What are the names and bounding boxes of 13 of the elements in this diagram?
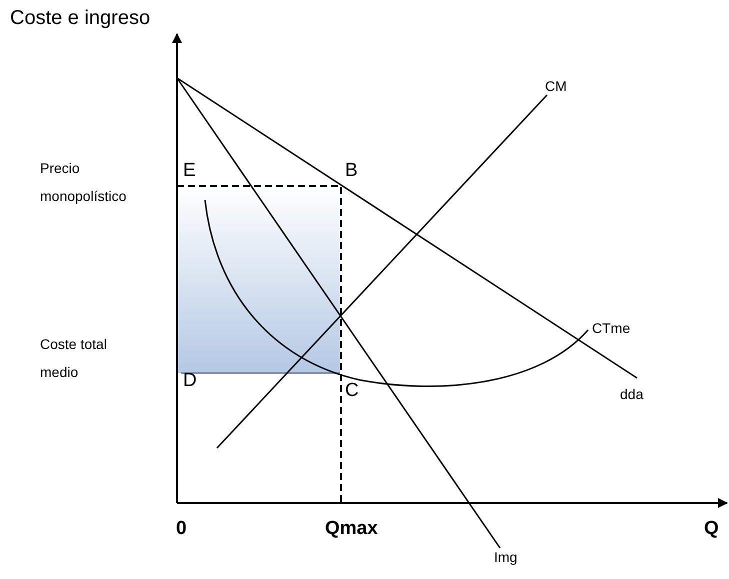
value-label: Coste total medio (40, 335, 108, 382)
point-label: E (183, 160, 196, 183)
curve-label: Img (494, 549, 518, 566)
axis-title: Coste e ingreso (10, 6, 150, 30)
curve-label: dda (620, 386, 644, 403)
curve-label: CTme (592, 320, 630, 337)
curve-label: CM (545, 78, 567, 95)
point-label: B (345, 160, 358, 183)
axis-tick-label: 0 (176, 518, 187, 541)
axis-title: Q (704, 518, 719, 541)
value-label: Precio monopolístico (40, 159, 128, 206)
point-label: D (183, 370, 197, 393)
axis-tick-label: Qmax (325, 518, 378, 541)
